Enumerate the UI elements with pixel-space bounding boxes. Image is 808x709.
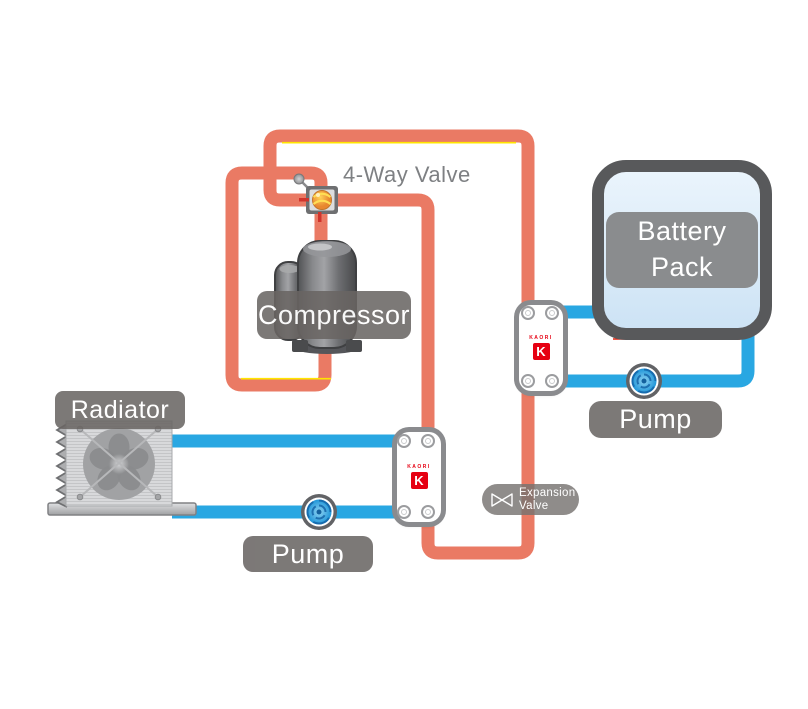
four-way-valve-icon [293,173,338,222]
heat-exchanger-right: KAORI K [519,305,563,391]
pump-left-label-text: Pump [271,538,345,569]
coolant-pipe-battery-loop [546,334,755,388]
hx-port [544,305,559,320]
radiator-label: Radiator [55,391,185,429]
valve-port-bottom [318,212,322,222]
expansion-valve-icon [491,492,513,507]
compressor-label: Compressor [257,291,411,339]
refrigerant-pipe-left-loop [225,166,332,392]
hx-port [420,433,435,448]
refrigerant-pipe-valve-to-chiller [332,193,435,446]
pump-left-label: Pump [243,536,373,572]
compressor-label-text: Compressor [257,299,411,330]
battery-label-line1: Battery [637,216,727,247]
kaori-brand-text: KAORI [407,464,431,470]
refrigerant-pipe-top-run [263,129,535,316]
battery-pack-label: Battery Pack [606,212,758,288]
hx-port [396,504,411,519]
battery-pack: Battery Pack [592,160,772,340]
kaori-k-mark: K [532,343,550,360]
hx-port [520,373,535,388]
hx-port [520,305,535,320]
hx-port [396,433,411,448]
kaori-logo: KAORI K [519,336,563,360]
expansion-valve-text: Expansion Valve [519,487,575,512]
radiator-label-text: Radiator [70,395,170,424]
kaori-k-mark: K [410,472,428,489]
heat-exchanger-left: KAORI K [396,432,441,522]
battery-label-line2: Pack [650,252,714,282]
pump-right-label: Pump [589,401,722,438]
fan-guard-braces [79,428,159,498]
hx-port [544,373,559,388]
expansion-valve-line1: Expansion [519,487,576,500]
radiator-fins-zigzag [55,423,69,508]
valve-lever-knob [293,173,305,185]
pump-left-icon [301,494,337,530]
pump-right-label-text: Pump [619,404,692,434]
kaori-logo: KAORI K [397,465,441,489]
refrigerant-pipe-bottom-run [421,382,535,560]
expansion-valve-label: Expansion Valve [482,484,579,515]
four-way-valve-label: 4-Way Valve [343,162,471,188]
kaori-brand-text: KAORI [529,335,553,341]
hx-port [420,504,435,519]
valve-ball-icon [312,190,332,210]
valve-port-left [299,198,309,202]
radiator [47,420,197,516]
expansion-valve-line2: Valve [519,499,549,512]
compressor-feet [292,340,362,352]
pump-right-icon [626,363,662,399]
four-way-valve-label-text: 4-Way Valve [343,162,471,187]
